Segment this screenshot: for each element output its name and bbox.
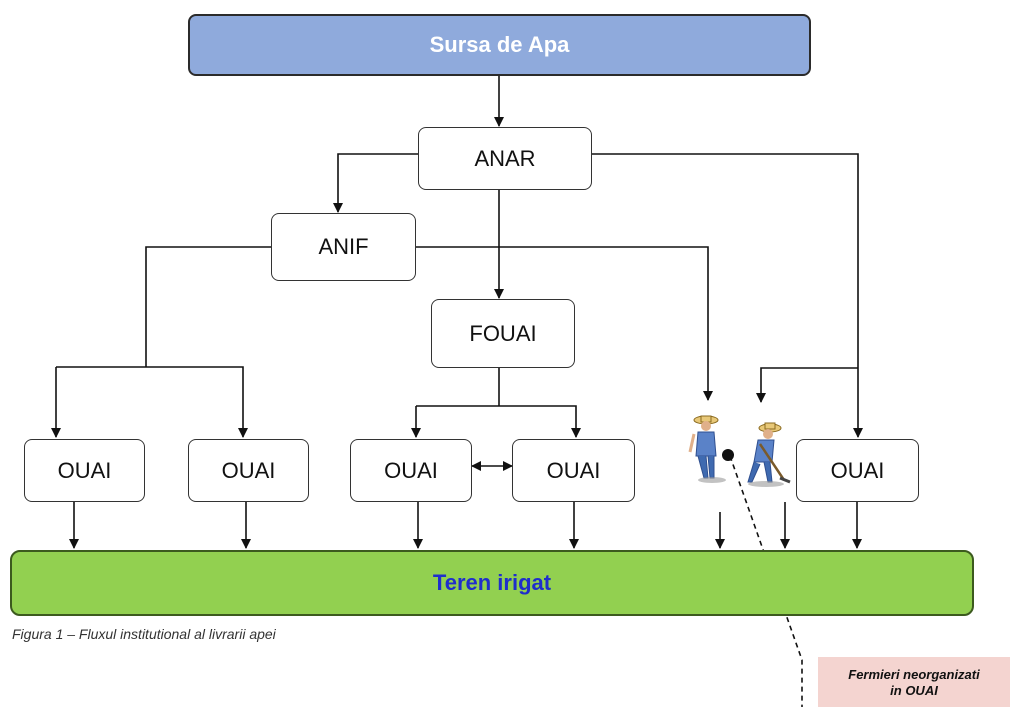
ouai-box-3: OUAI: [350, 439, 472, 502]
farmer-with-hoe-icon: [747, 422, 791, 487]
ouai-box-1: OUAI: [24, 439, 145, 502]
ouai-box-4: OUAI: [512, 439, 635, 502]
anif-box: ANIF: [271, 213, 416, 281]
arrow-anar-farmers: [756, 367, 858, 403]
ouai-box-5: OUAI: [796, 439, 919, 502]
arrow-anar-right-ouai: [592, 153, 863, 438]
irrigated-land-box: Teren irigat: [10, 550, 974, 616]
line-anif-left: [145, 246, 272, 367]
arrow-fouai-ouai-4: [416, 405, 581, 438]
arrow-anif-ouai-1: [56, 366, 248, 438]
anar-box: ANAR: [418, 127, 592, 190]
ouai-box-2: OUAI: [188, 439, 309, 502]
figure-caption: Figura 1 – Fluxul institutional al livra…: [12, 626, 276, 642]
water-source-box: Sursa de Apa: [188, 14, 811, 76]
unorganized-farmers-callout: Fermieri neorganizati in OUAI: [818, 657, 1010, 707]
farmer-icon: [688, 415, 726, 483]
fouai-box: FOUAI: [431, 299, 575, 368]
arrow-anar-anif: [333, 153, 418, 213]
callout-dashed-line: [729, 455, 803, 707]
callout-anchor-dot: [722, 449, 734, 461]
arrow-anif-farmers: [416, 246, 713, 401]
